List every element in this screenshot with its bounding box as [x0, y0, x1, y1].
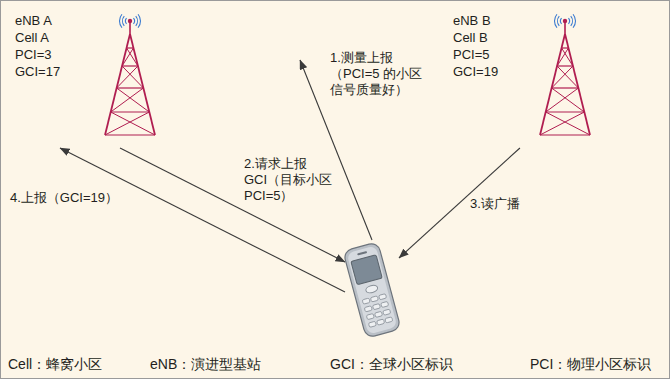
phone-key: [381, 301, 389, 307]
signal-wave: [555, 14, 557, 27]
tower-bar: [117, 87, 144, 88]
tower-brace: [540, 112, 584, 135]
phone-key: [383, 309, 391, 315]
antenna-tip: [128, 19, 132, 23]
phone-key: [379, 294, 387, 300]
phone-nav-key: [365, 284, 378, 294]
tower-brace: [122, 66, 143, 88]
phone-key: [362, 298, 370, 304]
tower-lattice: [540, 14, 590, 135]
cell-info-line: eNB B: [453, 12, 498, 29]
phone-key: [368, 321, 376, 327]
arrow-label-line: （PCI=5 的小区: [330, 66, 422, 82]
arrow-label-line: GCI（目标小区: [244, 172, 332, 188]
tower-brace: [546, 112, 590, 135]
phone-key: [364, 306, 372, 312]
tower-icon: [95, 8, 165, 148]
cell-info-line: GCI=19: [453, 63, 498, 80]
phone-key: [370, 296, 378, 302]
tower-brace: [552, 88, 585, 112]
phone-screen: [351, 255, 382, 285]
arrow-label-line: 1.测量上报: [330, 50, 422, 66]
cell-info-line: Cell B: [453, 29, 498, 46]
signal-wave: [133, 18, 134, 24]
phone-key: [385, 317, 393, 323]
signal-wave: [571, 16, 573, 26]
antenna-mast: [129, 23, 131, 34]
arrow-label-line: 2.请求上报: [244, 156, 332, 172]
tower-brace: [111, 88, 144, 112]
tower-brace: [117, 66, 138, 88]
tower-brace: [122, 48, 133, 66]
tower-brace: [557, 66, 578, 88]
tower-icon: [530, 8, 600, 148]
tower-bar: [557, 65, 573, 66]
signal-wave: [123, 16, 125, 26]
signal-wave: [136, 16, 138, 26]
tower-bar: [562, 47, 569, 48]
signal-wave: [126, 18, 127, 24]
phone-face: [347, 246, 398, 335]
cell-info-line: PCI=3: [15, 46, 60, 63]
signal-wave: [568, 18, 569, 24]
cell-info: eNB BCell BPCI=5GCI=19: [453, 12, 498, 80]
tower-brace: [552, 66, 573, 88]
tower-brace: [557, 48, 568, 66]
arrow-label: 4.上报（GCI=19）: [10, 190, 118, 206]
tower-lattice: [105, 14, 155, 135]
arrow-label: 2.请求上报 GCI（目标小区 PCI=5）: [244, 156, 332, 204]
signal-wave: [138, 14, 140, 27]
phone-key: [377, 319, 385, 325]
base-station: eNB ACell APCI=3GCI=17: [8, 8, 300, 148]
phone-key: [373, 304, 381, 310]
abbreviation-note: eNB：演进型基站: [150, 356, 261, 372]
phone-earpiece: [357, 251, 367, 256]
tower-bar: [105, 134, 155, 135]
signal-arrow: [60, 148, 345, 292]
tower-bar: [127, 47, 134, 48]
signal-wave: [120, 14, 122, 27]
phone-key: [366, 314, 374, 320]
base-station: eNB BCell BPCI=5GCI=19: [440, 8, 662, 148]
phone-figure: [343, 242, 401, 338]
tower-bar: [111, 111, 150, 112]
phone-key: [375, 311, 383, 317]
antenna-mast: [564, 23, 566, 34]
tower-bar: [552, 87, 579, 88]
cell-info-line: GCI=17: [15, 63, 60, 80]
cell-info-line: Cell A: [15, 29, 60, 46]
arrow-label: 1.测量上报 （PCI=5 的小区 信号质量好）: [330, 50, 422, 98]
tower-bar: [546, 111, 585, 112]
arrow-label-line: 4.上报（GCI=19）: [10, 190, 118, 206]
signal-wave: [561, 18, 562, 24]
signal-wave: [558, 16, 560, 26]
phone-body: [343, 242, 401, 338]
signal-wave: [573, 14, 575, 27]
abbreviation-note: GCI：全球小区标识: [330, 356, 453, 372]
tower-brace: [117, 88, 150, 112]
antenna-tip: [563, 19, 567, 23]
tower-brace: [105, 112, 149, 135]
abbreviation-note: Cell：蜂窝小区: [8, 356, 102, 372]
mobile-phone: [345, 240, 399, 340]
arrow-label: 3.读广播: [470, 196, 520, 212]
phone-icon: [345, 240, 399, 340]
tower-bar: [122, 65, 138, 66]
cell-info: eNB ACell APCI=3GCI=17: [15, 12, 60, 80]
arrow-label-line: 信号质量好）: [330, 82, 422, 98]
tower-brace: [546, 88, 579, 112]
tower-brace: [111, 112, 155, 135]
cell-info-line: eNB A: [15, 12, 60, 29]
signal-arrow: [399, 148, 520, 258]
arrow-label-line: PCI=5）: [244, 188, 332, 204]
tower-bar: [540, 134, 590, 135]
signal-arrow: [120, 148, 345, 262]
cell-info-line: PCI=5: [453, 46, 498, 63]
arrow-label-line: 3.读广播: [470, 196, 520, 212]
abbreviation-note: PCI：物理小区标识: [530, 356, 651, 372]
